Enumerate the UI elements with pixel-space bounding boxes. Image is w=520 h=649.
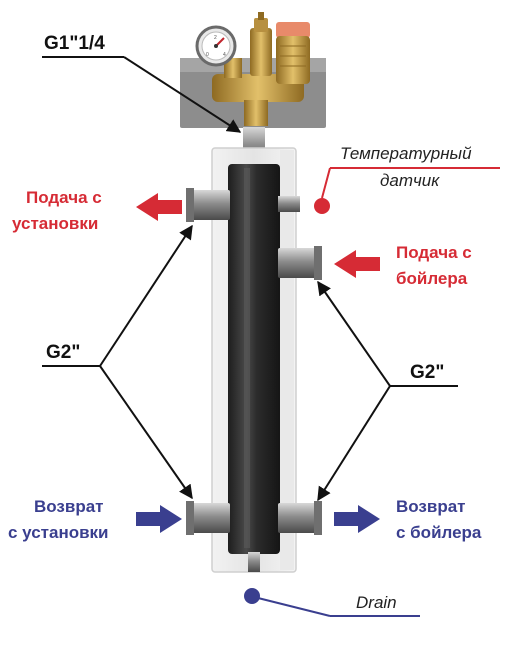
arrow-return-install-icon bbox=[136, 505, 182, 533]
supply-from-boiler-label-line2: бойлера bbox=[396, 269, 468, 288]
gauge-scale-label: 2 bbox=[214, 35, 217, 41]
nozzle-return-install bbox=[186, 501, 230, 535]
safety-valve-icon bbox=[276, 22, 310, 84]
supply-from-boiler-label-line1: Подача с bbox=[396, 243, 472, 262]
gauge-scale-label: 0 bbox=[206, 52, 209, 58]
supply-from-install-label-line2: установки bbox=[12, 214, 99, 233]
sensor-dot bbox=[314, 198, 330, 214]
leader-top-arrow bbox=[123, 56, 242, 133]
left-thread-label: G2" bbox=[46, 342, 81, 363]
gauge-scale-label: 4 bbox=[223, 52, 226, 58]
nozzle-supply-install bbox=[186, 188, 230, 222]
brass-riser-left bbox=[224, 58, 242, 78]
pressure-gauge-icon: 0 2 4 bbox=[195, 25, 237, 67]
right-thread-label: G2" bbox=[410, 362, 445, 383]
temp-sensor-label-line1: Температурный bbox=[340, 144, 472, 163]
leader-right-up-arrow bbox=[317, 280, 391, 387]
return-install-label-line2: с установки bbox=[8, 523, 109, 542]
leader-right-down-arrow bbox=[317, 385, 391, 502]
drain-dot bbox=[244, 588, 260, 604]
nozzle-supply-boiler bbox=[278, 246, 322, 280]
top-thread-label: G1"1/4 bbox=[44, 33, 105, 54]
leader-left-up-arrow bbox=[99, 224, 193, 367]
drain-leader bbox=[257, 597, 331, 617]
arrow-supply-install-icon bbox=[136, 193, 182, 221]
sensor-leader bbox=[321, 167, 331, 199]
nozzle-return-boiler bbox=[278, 501, 322, 535]
brass-neck bbox=[244, 100, 268, 126]
separator-body bbox=[228, 164, 280, 554]
arrow-return-boiler-icon bbox=[334, 505, 380, 533]
return-boiler-label-line1: Возврат bbox=[396, 497, 466, 516]
supply-from-install-label-line1: Подача с bbox=[26, 188, 102, 207]
return-install-label-line1: Возврат bbox=[34, 497, 104, 516]
leader-left-down-arrow bbox=[99, 365, 193, 500]
drain-label: Drain bbox=[356, 593, 397, 612]
air-vent-icon bbox=[250, 12, 272, 76]
arrow-supply-boiler-icon bbox=[334, 250, 380, 278]
sensor-socket bbox=[278, 196, 300, 212]
drain-pipe bbox=[248, 552, 260, 572]
separator-body-highlight bbox=[244, 168, 250, 548]
temp-sensor-label-line2: датчик bbox=[380, 171, 440, 190]
return-boiler-label-line2: с бойлера bbox=[396, 523, 482, 542]
